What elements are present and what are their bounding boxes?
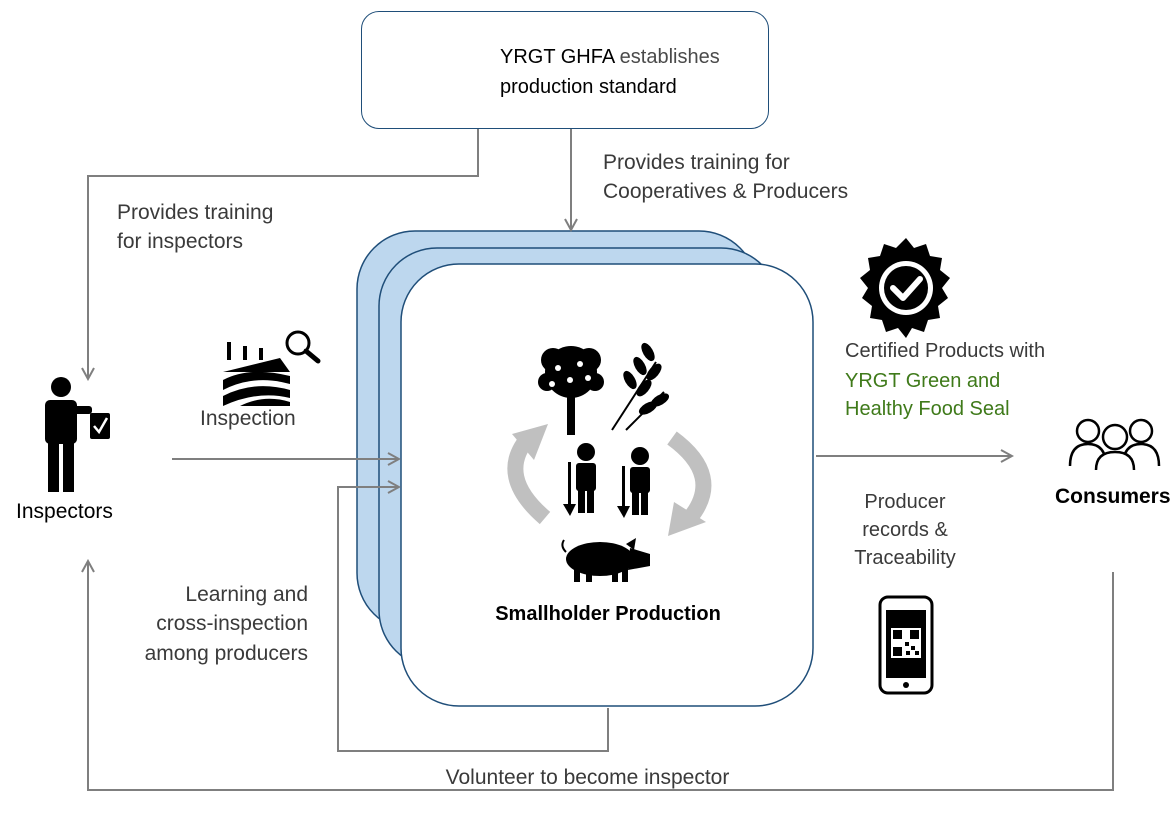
label-consumers: Consumers [1055,485,1171,508]
label-certified-products: Certified Products with [845,340,1046,362]
label-inspection: Inspection [200,407,296,430]
inspector-person-icon [45,377,110,492]
farmers-icon [563,443,650,518]
cycle-arrow-left [507,432,551,525]
cycle-arrows-icon [507,424,712,536]
standard-object: production standard [500,76,677,98]
label-cross-inspection: Learning and cross-inspection among prod… [144,583,308,665]
tree-icon [538,346,604,435]
field-inspection-icon [223,330,321,406]
label-seal-name: YRGT Green and Healthy Food Seal [845,370,1010,420]
connectors [88,127,1114,791]
pig-icon [561,538,650,582]
consumers-group-icon [1068,418,1161,471]
certified-seal-icon [860,238,950,338]
arrow-training-inspectors [88,127,479,378]
label-volunteer: Volunteer to become inspector [445,766,730,789]
cycle-arrow-right [667,431,712,524]
smartphone-qr-icon [878,595,934,695]
label-smallholder-production: Smallholder Production [495,603,721,625]
wheat-icon [611,342,670,431]
label-traceability: Producer records & Traceability [854,491,956,569]
production-stack [356,230,814,707]
arrow-cross-inspection [337,487,609,752]
arrow-volunteer [88,562,1114,791]
production-card-front [400,263,814,707]
standard-caption: YRGT GHFA establishes production standar… [500,42,720,102]
production-standard-box [361,11,769,129]
standard-verb: establishes [619,46,720,68]
label-training-inspectors: Provides training for inspectors [117,201,274,254]
label-training-producers: Provides training for Cooperatives & Pro… [603,151,849,204]
label-inspectors: Inspectors [16,500,113,523]
standard-org: YRGT GHFA [500,46,615,68]
